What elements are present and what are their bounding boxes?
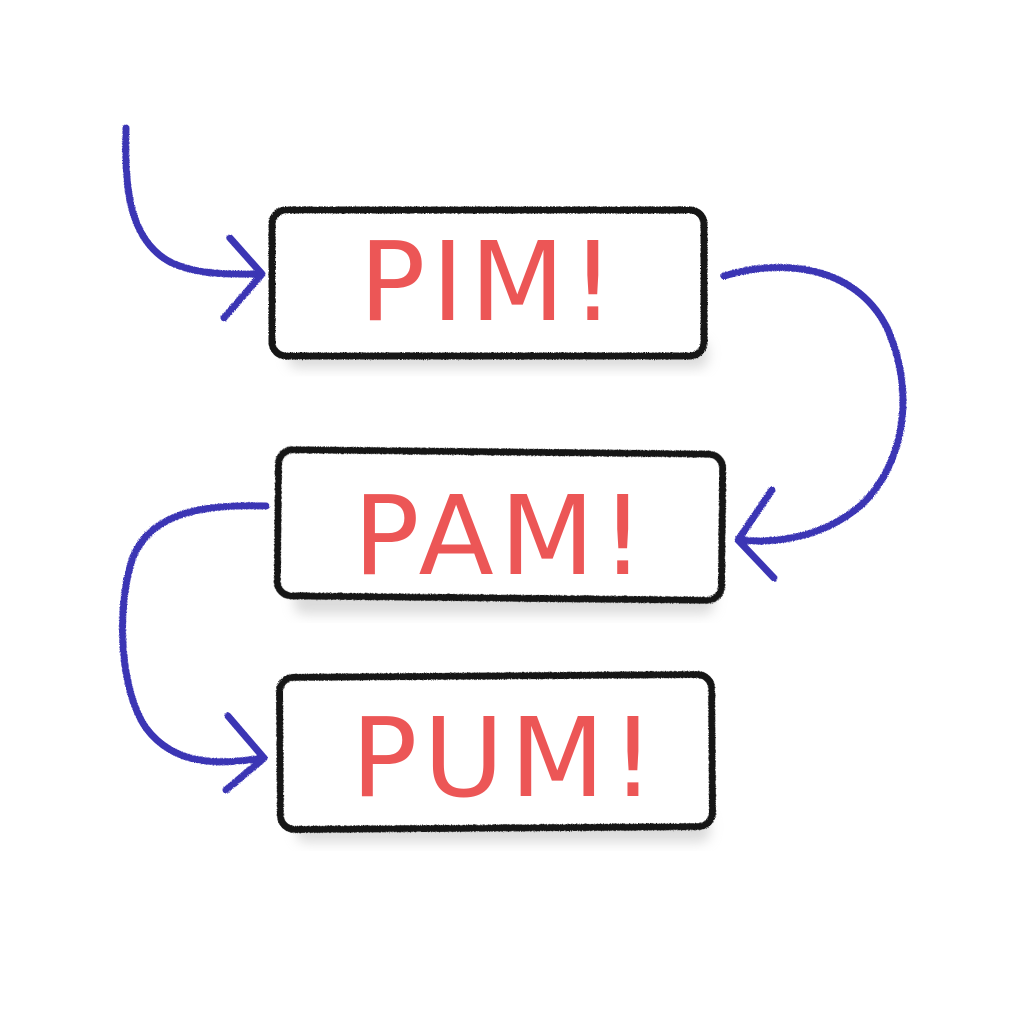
- arrow-line: [119, 502, 270, 766]
- arrow-head: [220, 234, 266, 322]
- arrow-line: [720, 263, 907, 545]
- box-pim: PIM!: [268, 206, 708, 368]
- arrow-line: [122, 124, 266, 278]
- arrow-start-to-pim: [122, 124, 266, 322]
- box-label-pum: PUM!: [351, 694, 661, 822]
- box-label-pim: PIM!: [359, 218, 621, 346]
- arrow-head: [222, 712, 268, 794]
- arrow-head: [734, 486, 778, 582]
- arrow-pim-to-pam: [720, 263, 907, 582]
- box-pum: PUM!: [276, 671, 716, 842]
- box-label-pam: PAM!: [353, 472, 651, 600]
- box-outline: [268, 206, 708, 360]
- box-pam: PAM!: [273, 446, 727, 614]
- box-outline: [273, 446, 727, 604]
- arrow-pam-to-pum: [119, 502, 270, 794]
- box-outline: [276, 671, 716, 833]
